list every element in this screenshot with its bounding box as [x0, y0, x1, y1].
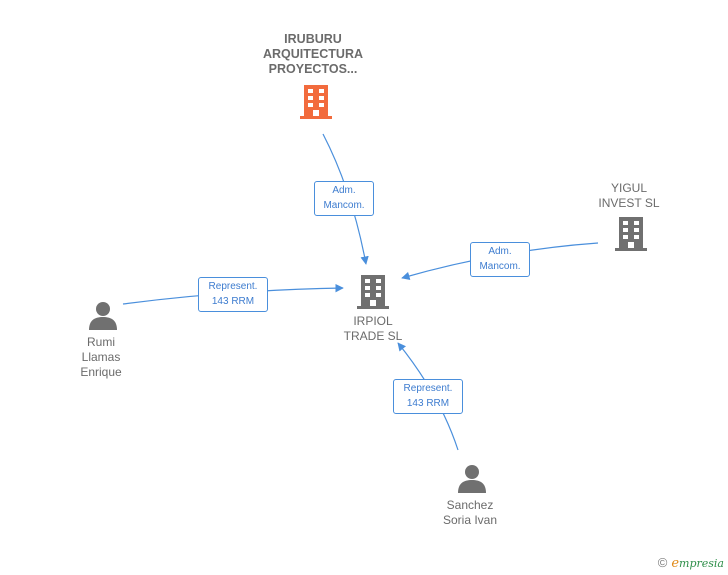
edge-label-yigul-irpiol[interactable]: Adm. Mancom. [470, 242, 530, 277]
person-icon[interactable] [88, 300, 118, 330]
node-rumi-line-3: Enrique [80, 365, 122, 379]
edge-label-line-1: Represent. [403, 383, 453, 394]
node-yigul-line-2: INVEST SL [598, 196, 660, 210]
building-icon[interactable] [357, 274, 389, 310]
copyright-symbol: © [657, 555, 668, 570]
node-rumi-line-1: Rumi [86, 335, 115, 349]
node-irpiol-line-2: TRADE SL [343, 329, 403, 343]
edge-label-iruburu-irpiol[interactable]: Adm. Mancom. [314, 181, 374, 216]
node-irpiol-line-1: IRPIOL [353, 314, 393, 328]
node-irpiol-label[interactable]: IRPIOL TRADE SL [313, 314, 433, 344]
brand-logo-e: e [671, 556, 680, 571]
edge-label-sanchez-irpiol[interactable]: Represent. 143 RRM [393, 379, 463, 414]
person-icon[interactable] [457, 463, 487, 493]
edge-label-line-2: Mancom. [479, 261, 521, 272]
building-icon[interactable] [615, 216, 647, 252]
edge-label-line-1: Adm. [488, 246, 512, 257]
node-sanchez-line-2: Soria Ivan [442, 513, 498, 527]
node-yigul-label[interactable]: YIGUL INVEST SL [569, 181, 689, 211]
node-iruburu-line-1: IRUBURU [284, 32, 342, 46]
edge-label-line-2: 143 RRM [211, 296, 255, 307]
node-iruburu-line-2: ARQUITECTURA [263, 47, 363, 61]
brand-logo-text: mpresia [679, 557, 724, 570]
edge-label-rumi-irpiol[interactable]: Represent. 143 RRM [198, 277, 268, 312]
node-sanchez-label[interactable]: Sanchez Soria Ivan [410, 498, 530, 528]
building-icon[interactable] [300, 84, 332, 120]
node-rumi-label[interactable]: Rumi Llamas Enrique [51, 335, 151, 380]
edge-label-line-1: Represent. [208, 281, 258, 292]
brand-footer: ©empresia [658, 555, 724, 571]
edge-label-line-2: 143 RRM [406, 398, 450, 409]
node-sanchez-line-1: Sanchez [446, 498, 494, 512]
edge-label-line-2: Mancom. [323, 200, 365, 211]
node-rumi-line-2: Llamas [81, 350, 121, 364]
node-iruburu-line-3: PROYECTOS... [268, 62, 358, 76]
node-yigul-line-1: YIGUL [610, 181, 647, 195]
node-iruburu-label[interactable]: IRUBURU ARQUITECTURA PROYECTOS... [233, 32, 393, 77]
edge-label-line-1: Adm. [332, 185, 356, 196]
